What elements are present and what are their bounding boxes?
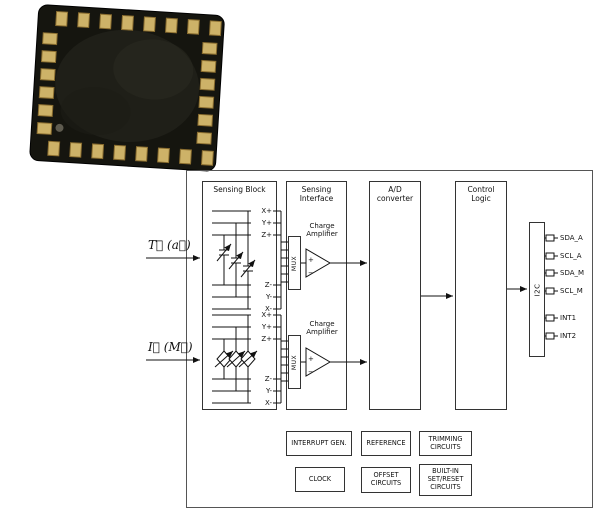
support-block-offset: OFFSET CIRCUITS — [361, 467, 411, 493]
adc-box: A/D converter — [369, 181, 421, 410]
chip-pad — [198, 95, 215, 109]
mux-accel-box: MUX — [288, 236, 301, 290]
electrode-label: Z+ — [261, 231, 272, 239]
chip-pad — [199, 77, 216, 91]
chip-pad — [135, 146, 149, 162]
mag-input-label: I⃗ (M⃗) — [148, 340, 193, 354]
chip-pad — [47, 140, 61, 157]
electrode-label: X+ — [261, 311, 272, 319]
support-block-reference: REFERENCE — [361, 431, 411, 456]
output-label: SDA_A — [560, 234, 583, 242]
chip-pad — [121, 14, 134, 31]
chip-pad — [157, 147, 170, 164]
electrode-label: Y+ — [261, 323, 272, 331]
chip-pad — [200, 59, 217, 73]
sensing-block-box: Sensing Block — [202, 181, 277, 410]
figure-border — [186, 170, 593, 508]
chip-pad — [208, 20, 222, 37]
chip-pad — [40, 50, 57, 64]
output-label: SCL_A — [560, 252, 582, 260]
chip-pad — [196, 131, 212, 145]
chip-photo — [27, 2, 229, 175]
chip-photo-graphic — [29, 4, 225, 172]
electrode-label: Y- — [266, 387, 272, 395]
chip-pad — [200, 150, 214, 166]
chip-pad — [99, 13, 113, 30]
mux-label: MUX — [291, 255, 298, 271]
chip-pad — [143, 16, 156, 33]
support-block-set-reset: BUILT-IN SET/RESET CIRCUITS — [419, 464, 472, 496]
chip-pad — [165, 17, 178, 34]
chip-pad — [186, 19, 200, 35]
accel-input-label: T⃗ (a⃗) — [148, 238, 191, 252]
control-logic-box: Control Logic — [455, 181, 507, 410]
support-block-clock: CLOCK — [295, 467, 345, 492]
output-label: SDA_M — [560, 269, 585, 277]
chip-pad — [42, 32, 58, 46]
mux-mag-box: MUX — [288, 335, 301, 389]
chip-pad — [113, 144, 127, 161]
electrode-label: Z+ — [261, 335, 272, 343]
chip-pin1-dot — [55, 123, 64, 132]
chip-pad — [179, 148, 192, 165]
chip-texture — [60, 87, 131, 136]
chip-pad — [55, 10, 69, 27]
chip-pad — [77, 12, 91, 29]
output-label: INT1 — [560, 314, 577, 322]
sensing-block-title: Sensing Block — [213, 185, 266, 194]
electrode-label: Z- — [264, 375, 272, 383]
chip-pad — [69, 142, 83, 158]
electrode-label: X- — [265, 305, 272, 313]
chip-pad — [91, 143, 105, 160]
support-block-interrupt-gen: INTERRUPT GEN. — [286, 431, 352, 456]
electrode-label: Y+ — [261, 219, 272, 227]
electrode-label: X+ — [261, 207, 272, 215]
chip-pad — [197, 113, 214, 127]
chip-pad — [36, 122, 53, 135]
charge-amp-label-accel: Charge Amplifier — [306, 222, 338, 239]
i2c-label: I2C — [533, 283, 541, 296]
electrode-label: Z- — [264, 281, 272, 289]
control-logic-label: Control Logic — [467, 185, 495, 204]
charge-amp-label-mag: Charge Amplifier — [306, 320, 338, 337]
chip-pad — [37, 104, 54, 117]
chip-texture — [113, 39, 194, 100]
sensing-interface-title: Sensing Interface — [299, 185, 334, 204]
output-label: SCL_M — [560, 287, 583, 295]
electrode-label: Y- — [266, 293, 272, 301]
adc-label: A/D converter — [376, 185, 414, 204]
mux-label: MUX — [291, 354, 298, 370]
chip-pad — [39, 68, 56, 82]
support-block-trimming: TRIMMING CIRCUITS — [419, 431, 472, 456]
i2c-box: I2C — [529, 222, 545, 357]
output-label: INT2 — [560, 332, 577, 340]
chip-pad — [38, 86, 55, 99]
chip-pad — [201, 41, 218, 55]
electrode-label: X- — [265, 399, 272, 407]
